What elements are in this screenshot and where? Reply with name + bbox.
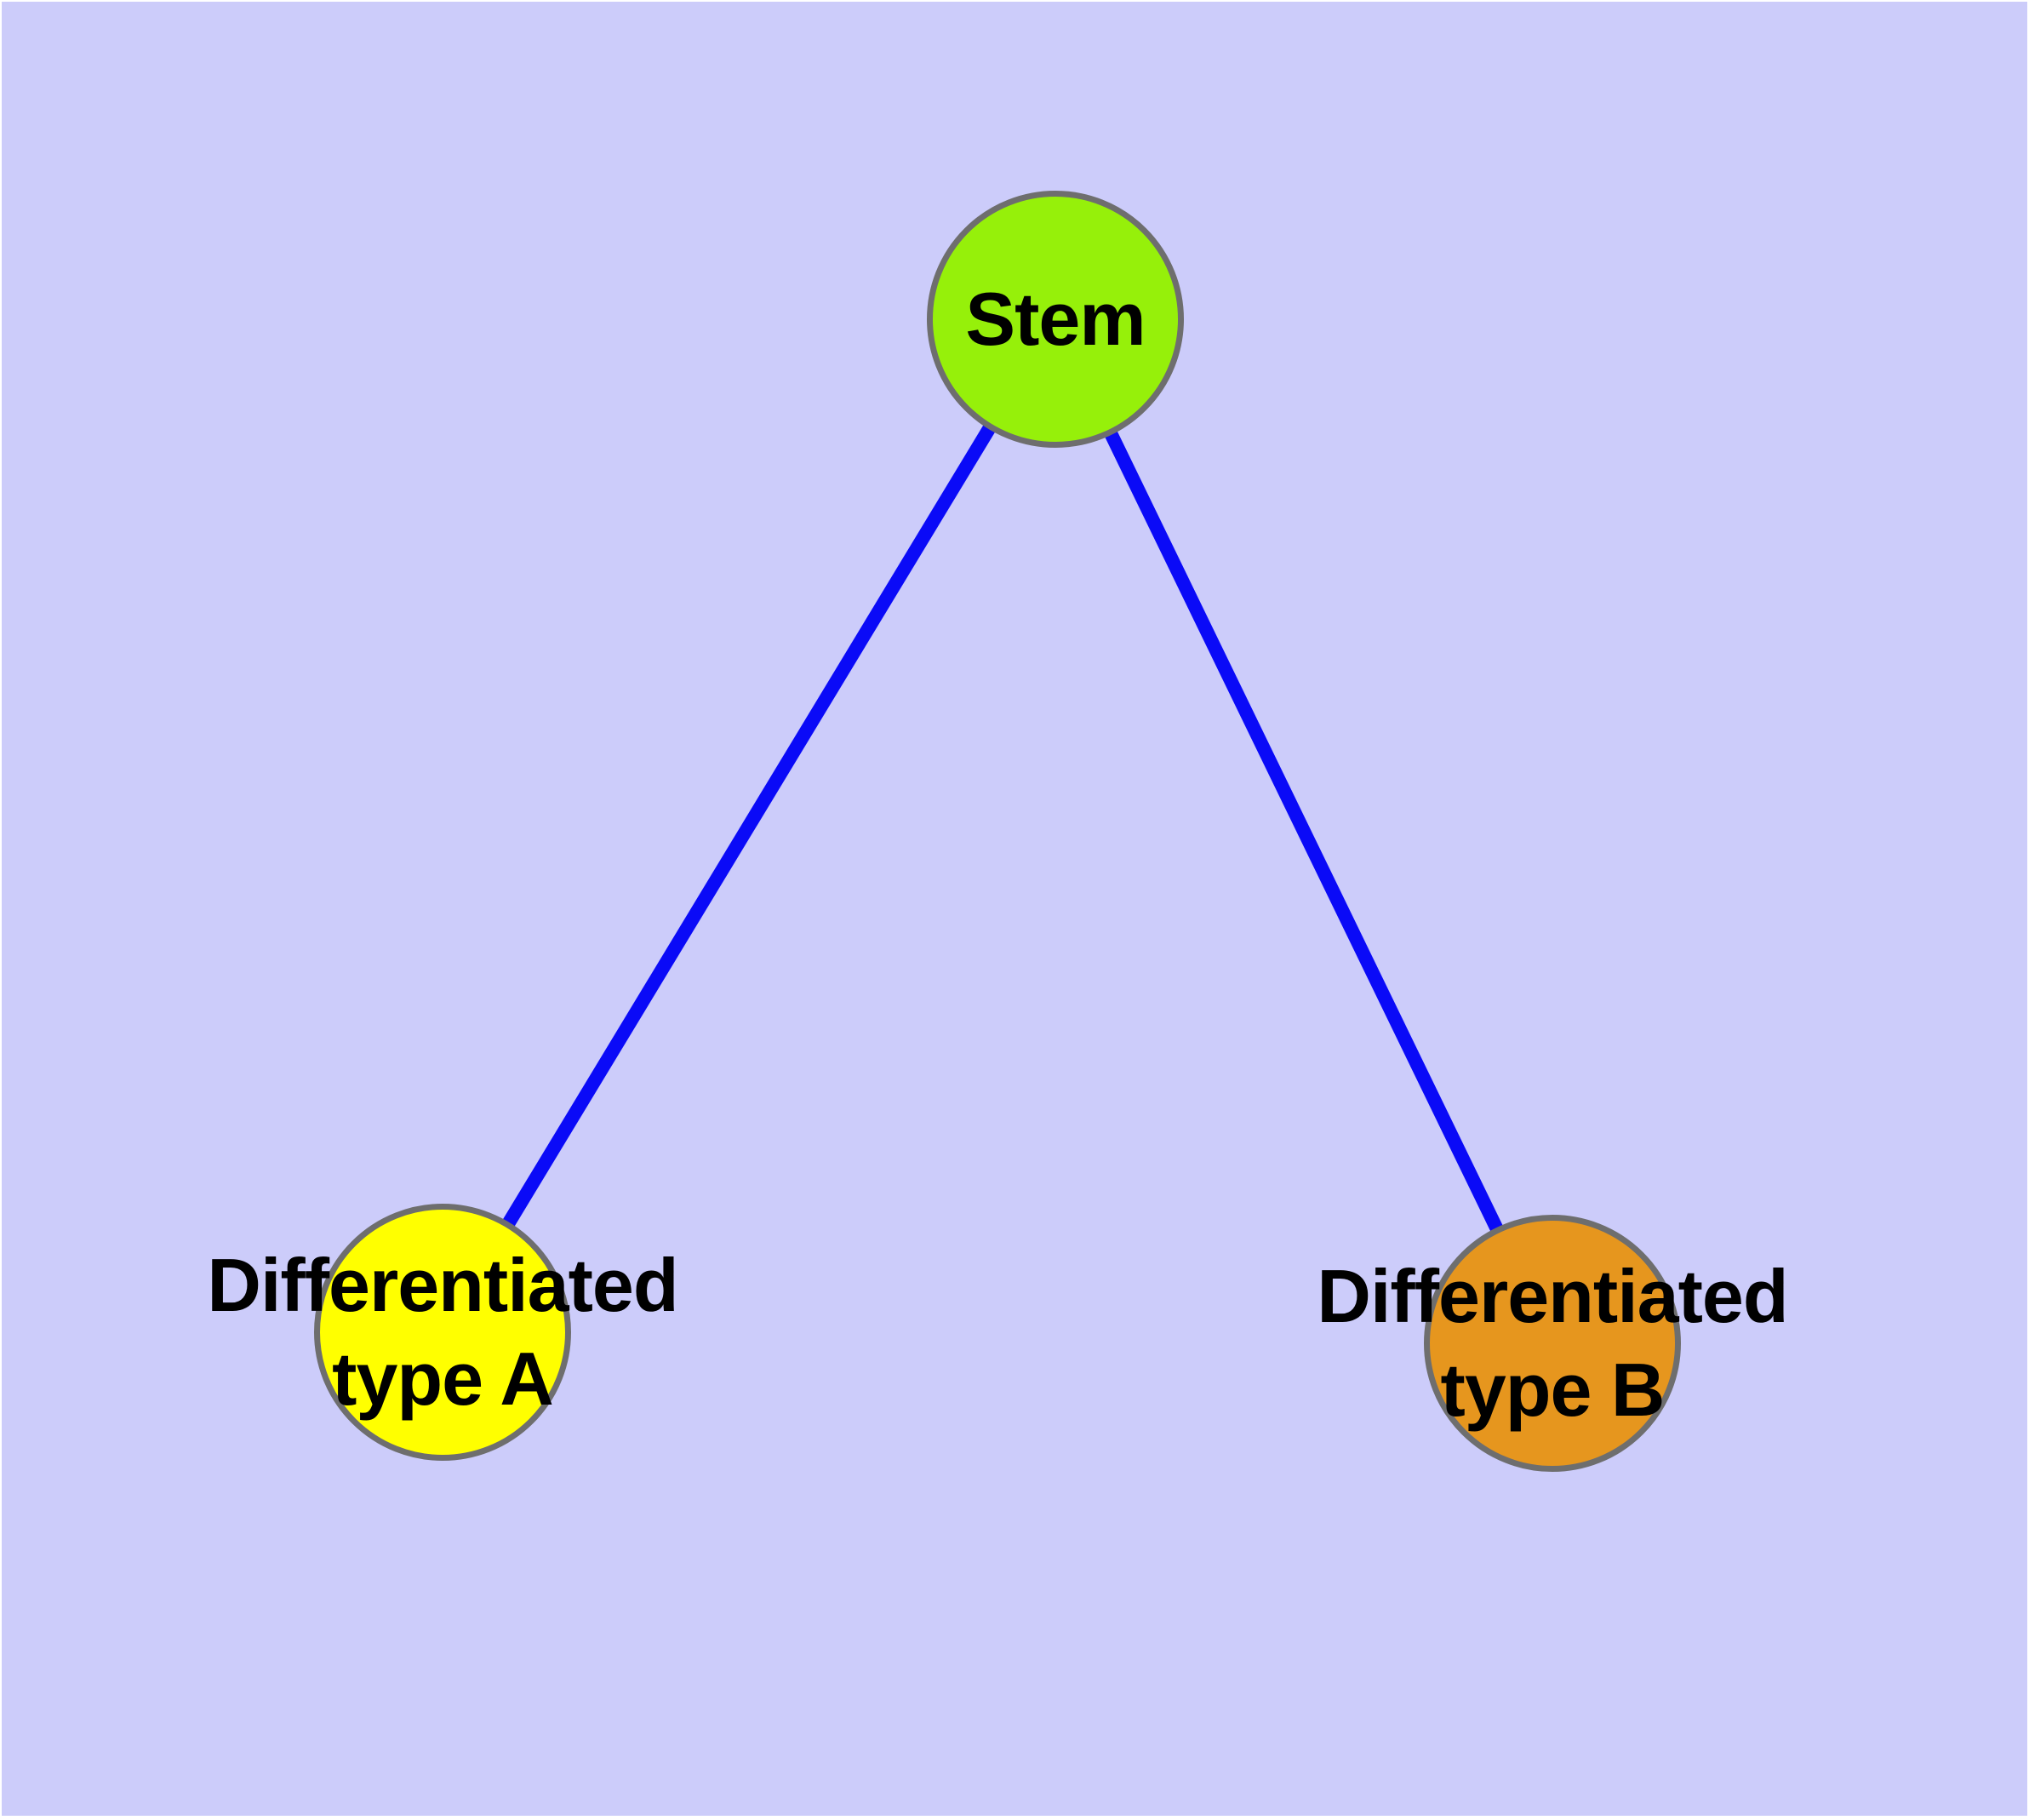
node-stem bbox=[927, 191, 1184, 448]
edge-stem-to-type-a bbox=[437, 315, 1061, 1336]
node-type-a bbox=[314, 1204, 571, 1461]
node-label-type-a: Differentiated type A bbox=[207, 1243, 678, 1421]
node-type-b bbox=[1424, 1215, 1681, 1472]
node-label-type-b: Differentiated type B bbox=[1317, 1254, 1788, 1432]
edge-stem-to-type-b bbox=[1049, 316, 1559, 1347]
node-label-stem: Stem bbox=[965, 277, 1146, 361]
